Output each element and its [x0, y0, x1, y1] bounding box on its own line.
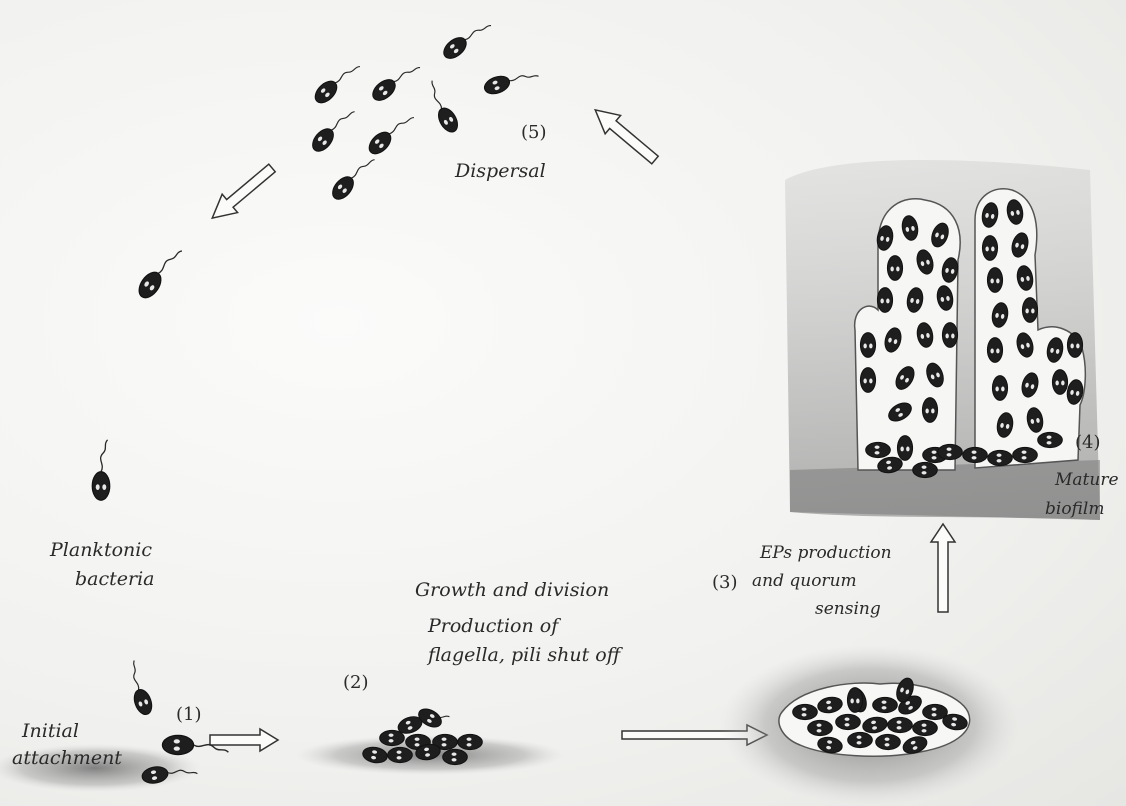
bacterium — [897, 436, 912, 461]
bacterium — [380, 730, 405, 745]
stage4-label-line1: Mature — [1055, 467, 1119, 493]
bacterium — [866, 442, 891, 457]
bacterium — [982, 236, 997, 261]
bacterium — [847, 688, 862, 713]
stage5-number: (5) — [521, 120, 547, 146]
bacterium — [922, 398, 937, 423]
stage5-label: Dispersal — [455, 158, 546, 184]
bacterium — [443, 749, 468, 764]
bacterium — [987, 268, 1002, 293]
bacterium — [938, 444, 963, 459]
flagellated-bacterium — [329, 151, 377, 203]
bacterium — [873, 697, 898, 712]
arrow-stage1-to-stage2 — [210, 729, 278, 751]
flagellated-bacterium — [121, 660, 155, 717]
flagellated-bacterium — [482, 63, 539, 97]
bacterium — [458, 734, 483, 749]
arrow-dispersal-to-planktonic — [205, 159, 280, 228]
stage2-label-line1: Growth and division — [415, 577, 609, 603]
stage1-label-line1: Initial — [22, 718, 79, 744]
bacterium — [942, 323, 957, 348]
stage1-label-line2: attachment — [12, 745, 122, 771]
bacterium — [992, 376, 1007, 401]
stage2-number: (2) — [343, 670, 369, 696]
arrow-from-biofilm-to-dispersal — [588, 101, 663, 170]
bacterium — [877, 288, 892, 313]
flagellated-bacterium — [440, 15, 492, 63]
flagellated-bacterium — [365, 108, 415, 158]
bacterium — [1022, 298, 1037, 323]
bacterium — [860, 333, 875, 358]
bacterium — [860, 368, 875, 393]
arrow-stage3-to-stage4 — [931, 524, 955, 612]
flagellated-bacterium — [92, 440, 110, 501]
bacterium — [988, 450, 1013, 465]
stage4-label-line2: biofilm — [1045, 496, 1104, 522]
stage3-label-line1: EPs production — [760, 540, 892, 566]
bacterium — [876, 734, 901, 749]
flagellated-bacterium — [311, 57, 361, 107]
stage2-label-line2: Production of — [428, 613, 558, 639]
bacterium — [888, 717, 913, 732]
bacterium — [836, 714, 861, 729]
flagellated-bacterium — [135, 242, 184, 302]
bacterium — [913, 720, 938, 735]
bacterium — [1052, 370, 1067, 395]
planktonic-cells — [92, 242, 184, 500]
bacterium — [1038, 432, 1063, 447]
bacterium — [388, 747, 413, 762]
bacterium — [808, 720, 833, 735]
bacterium — [987, 338, 1002, 363]
stage3-label-line2: and quorum — [752, 568, 857, 594]
flagellated-bacterium — [309, 103, 357, 155]
stage3-number: (3) — [712, 570, 738, 596]
bacterium — [913, 462, 938, 477]
stage2-cluster — [362, 704, 483, 764]
planktonic-label-line1: Planktonic — [50, 537, 152, 563]
bacterium — [848, 732, 873, 747]
bacterium — [963, 447, 988, 462]
stage1-number: (1) — [176, 702, 202, 728]
flagellated-bacterium — [420, 80, 461, 136]
bacterium — [1013, 447, 1038, 462]
planktonic-label-line2: bacteria — [75, 566, 155, 592]
stage2-label-line3: flagella, pili shut off — [428, 642, 620, 668]
flagellated-bacterium — [369, 57, 421, 105]
bacterium — [1067, 333, 1082, 358]
bacterium — [793, 704, 818, 719]
stage4-number: (4) — [1075, 430, 1101, 456]
bacterium — [887, 256, 902, 281]
stage3-label-line3: sensing — [815, 596, 881, 622]
